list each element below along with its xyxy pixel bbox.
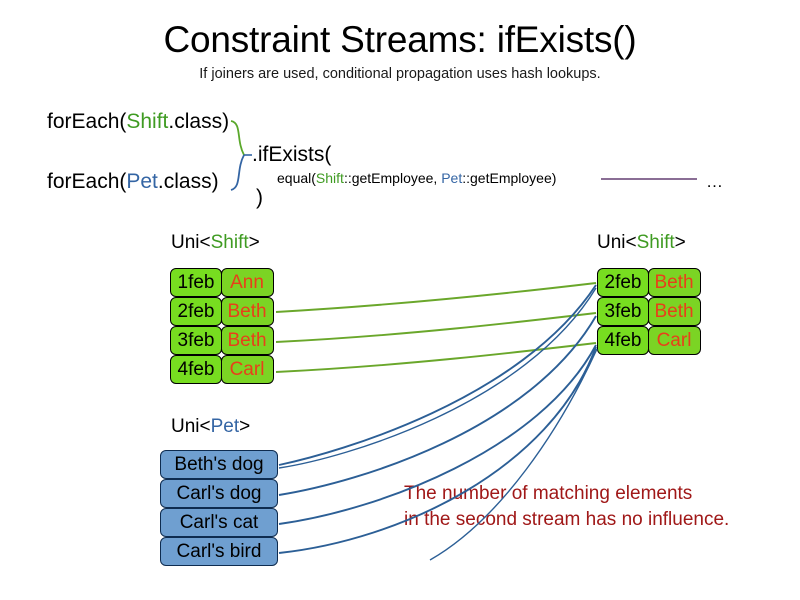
code-foreach-shift: forEach(Shift.class) <box>47 110 229 134</box>
table-row[interactable]: 3feb Beth <box>170 326 274 355</box>
list-item[interactable]: Carl's cat <box>160 508 278 537</box>
code-foreach-pet-suffix: .class) <box>157 170 219 193</box>
pet-table: Beth's dog Carl's dog Carl's cat Carl's … <box>160 450 278 566</box>
code-equal-shift-type: Shift <box>315 170 344 186</box>
shift-right-table: 2feb Beth 3feb Beth 4feb Carl <box>597 268 701 355</box>
code-foreach-pet-type: Pet <box>126 170 158 193</box>
annotation-note: The number of matching elements in the s… <box>404 483 730 530</box>
code-equal-joiner: equal(Shift::getEmployee, Pet::getEmploy… <box>277 170 556 186</box>
shift-employee-cell: Carl <box>647 326 701 355</box>
table-row[interactable]: 2feb Beth <box>170 297 274 326</box>
uni-shift-right-suffix: > <box>674 232 686 253</box>
shift-employee-cell: Beth <box>220 297 274 326</box>
code-foreach-pet: forEach(Pet.class) <box>47 170 219 194</box>
code-equal-shift-method: ::getEmployee, <box>343 170 442 186</box>
shift-left-table: 1feb Ann 2feb Beth 3feb Beth 4feb Carl <box>170 268 274 384</box>
table-row[interactable]: 1feb Ann <box>170 268 274 297</box>
code-equal-pet-method: ::getEmployee) <box>462 170 557 186</box>
uni-pet-type: Pet <box>210 416 240 437</box>
code-equal-pet-type: Pet <box>441 170 463 186</box>
code-foreach-shift-prefix: forEach( <box>47 110 127 133</box>
shift-employee-cell: Beth <box>220 326 274 355</box>
list-item[interactable]: Beth's dog <box>160 450 278 479</box>
brace-upper-green <box>230 120 245 156</box>
page-title: Constraint Streams: ifExists() <box>163 19 637 60</box>
brace-lower-blue <box>230 154 245 191</box>
shift-employee-cell: Ann <box>220 268 274 297</box>
shift-employee-cell: Carl <box>220 355 274 384</box>
wire-blue-beths-dog <box>278 284 597 466</box>
wire-green-4feb <box>275 342 597 373</box>
shift-date-cell: 1feb <box>170 268 222 297</box>
list-item[interactable]: Carl's dog <box>160 479 278 508</box>
ellipsis-label: … <box>706 172 723 191</box>
uni-pet-prefix: Uni< <box>171 416 211 437</box>
pet-name-cell: Carl's dog <box>160 479 278 508</box>
table-row[interactable]: 3feb Beth <box>597 297 701 326</box>
page-subtitle: If joiners are used, conditional propaga… <box>199 66 601 82</box>
wire-green-2feb <box>275 282 597 313</box>
uni-shift-right-type: Shift <box>636 232 675 253</box>
shift-date-cell: 4feb <box>170 355 222 384</box>
pet-name-cell: Carl's cat <box>160 508 278 537</box>
shift-date-cell: 3feb <box>597 297 649 326</box>
table-row[interactable]: 4feb Carl <box>170 355 274 384</box>
uni-shift-left-label: Uni<Shift> <box>171 232 260 254</box>
uni-shift-left-type: Shift <box>210 232 249 253</box>
code-if-exists: .ifExists( <box>252 143 332 166</box>
pet-name-cell: Carl's bird <box>160 537 278 566</box>
wire-blue-carls-dog <box>278 315 597 496</box>
shift-date-cell: 2feb <box>597 268 649 297</box>
uni-shift-left-suffix: > <box>248 232 260 253</box>
uni-pet-label: Uni<Pet> <box>171 416 250 438</box>
code-foreach-shift-type: Shift <box>126 110 169 133</box>
table-row[interactable]: 4feb Carl <box>597 326 701 355</box>
table-row[interactable]: 2feb Beth <box>597 268 701 297</box>
code-foreach-shift-suffix: .class) <box>168 110 230 133</box>
shift-date-cell: 4feb <box>597 326 649 355</box>
uni-shift-right-label: Uni<Shift> <box>597 232 686 254</box>
code-close-paren: ) <box>256 186 263 209</box>
list-item[interactable]: Carl's bird <box>160 537 278 566</box>
uni-shift-left-prefix: Uni< <box>171 232 211 253</box>
uni-pet-suffix: > <box>239 416 251 437</box>
pet-name-cell: Beth's dog <box>160 450 278 479</box>
shift-employee-cell: Beth <box>647 297 701 326</box>
code-equal-prefix: equal( <box>277 170 316 186</box>
wire-blue-extra-a <box>278 287 597 469</box>
wire-green-3feb <box>275 312 597 343</box>
shift-date-cell: 2feb <box>170 297 222 326</box>
shift-date-cell: 3feb <box>170 326 222 355</box>
shift-employee-cell: Beth <box>647 268 701 297</box>
code-foreach-pet-prefix: forEach( <box>47 170 127 193</box>
uni-shift-right-prefix: Uni< <box>597 232 637 253</box>
